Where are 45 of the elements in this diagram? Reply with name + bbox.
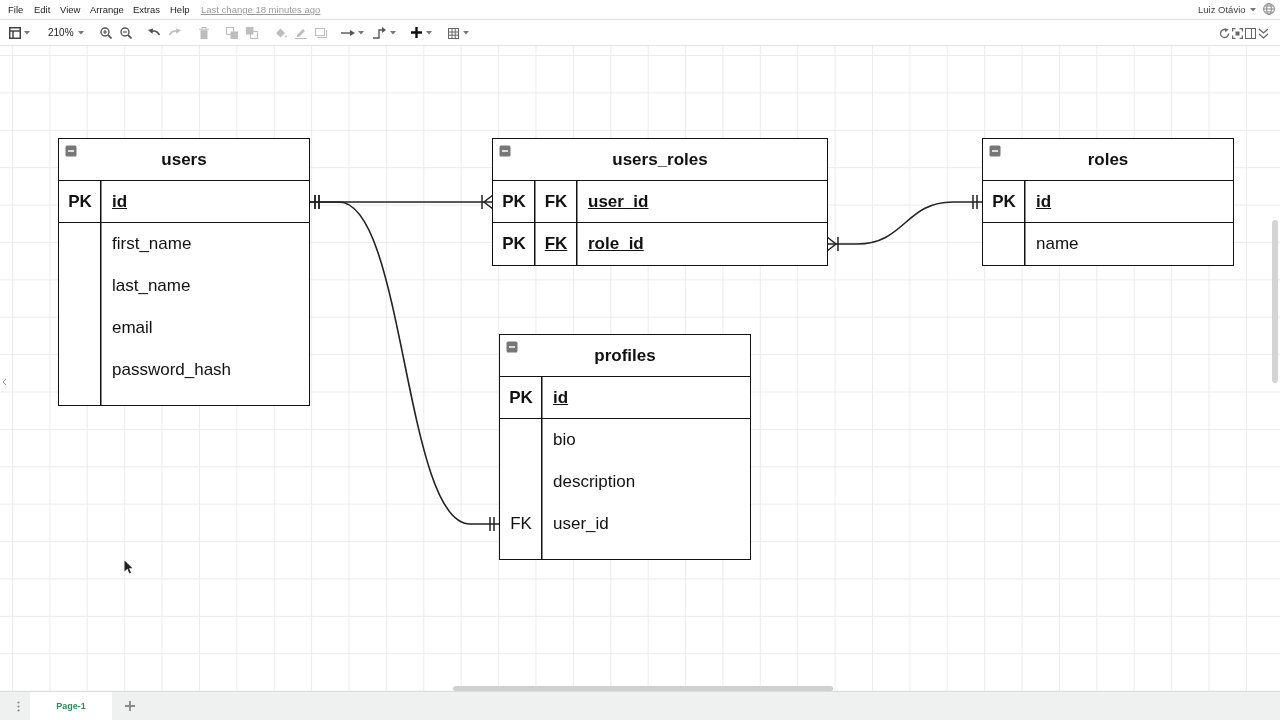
key-label: FK [544, 234, 568, 254]
table-title: users_roles [612, 149, 708, 170]
relationship-line [826, 195, 984, 252]
menu-item: Edit [34, 3, 51, 16]
table-title: profiles [594, 345, 656, 366]
table-row [493, 181, 827, 223]
field-name: last_name [112, 276, 191, 296]
zoom-level: 210% [48, 26, 84, 39]
last-change-link: Last change 18 minutes ago [201, 3, 321, 16]
entity-table [499, 334, 751, 560]
menu-item: Extras [133, 3, 160, 16]
page-tab: Page-1 [30, 692, 112, 720]
field-name: description [553, 472, 636, 492]
key-label: PK [502, 234, 526, 254]
field-name: id [1036, 192, 1052, 212]
key-label: PK [502, 192, 526, 212]
menu-item: Arrange [90, 3, 124, 16]
field-name: role_id [588, 234, 644, 254]
field-name: user_id [588, 192, 649, 212]
key-label: FK [510, 514, 532, 534]
field-name: id [112, 192, 128, 212]
menu-item: View [60, 3, 81, 16]
relationship-line [308, 195, 501, 531]
table-row [59, 181, 309, 223]
entity-table [58, 138, 310, 406]
entity-table [492, 138, 828, 266]
key-label: PK [509, 388, 533, 408]
key-label: PK [992, 192, 1016, 212]
menu-item: Help [170, 3, 190, 16]
menu-item: File [8, 3, 24, 16]
key-label: PK [68, 192, 92, 212]
user-menu: Luiz Otávio [1198, 3, 1256, 16]
table-title: users [161, 149, 207, 170]
key-label: FK [544, 192, 568, 212]
field-name: name [1036, 234, 1079, 254]
entity-table [982, 138, 1234, 266]
field-name: password_hash [112, 360, 232, 380]
field-name: first_name [112, 234, 192, 254]
table-title: roles [1087, 149, 1129, 170]
field-name: user_id [553, 514, 609, 534]
field-name: bio [553, 430, 576, 450]
field-name: email [112, 318, 153, 338]
field-name: id [553, 388, 569, 408]
table-row [500, 377, 750, 419]
table-row [983, 181, 1233, 223]
